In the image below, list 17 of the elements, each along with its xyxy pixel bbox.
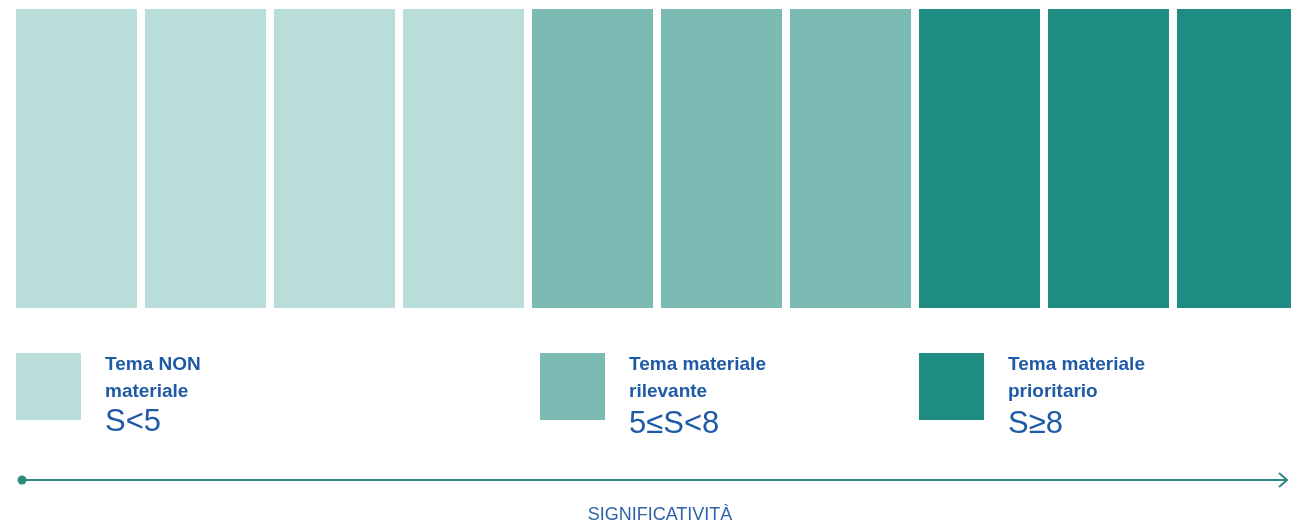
scale-bar [1177, 9, 1291, 308]
axis-label: SIGNIFICATIVITÀ [586, 504, 734, 525]
legend-label: Tema NON materiale [105, 352, 202, 403]
scale-bar [661, 9, 782, 308]
scale-bar [274, 9, 395, 308]
scale-bar [919, 9, 1040, 308]
legend-label: Tema materiale rilevante [629, 352, 767, 403]
scale-bar [532, 9, 653, 308]
threshold-label: S<5 [105, 404, 162, 438]
scale-bar [16, 9, 137, 308]
scale-bar [1048, 9, 1169, 308]
scale-bar [145, 9, 266, 308]
legend-label: Tema materiale prioritario [1008, 352, 1146, 403]
threshold-label: 5≤S<8 [629, 406, 720, 440]
threshold-label: S≥8 [1008, 406, 1063, 440]
scale-bar [403, 9, 524, 308]
scale-bar [790, 9, 911, 308]
